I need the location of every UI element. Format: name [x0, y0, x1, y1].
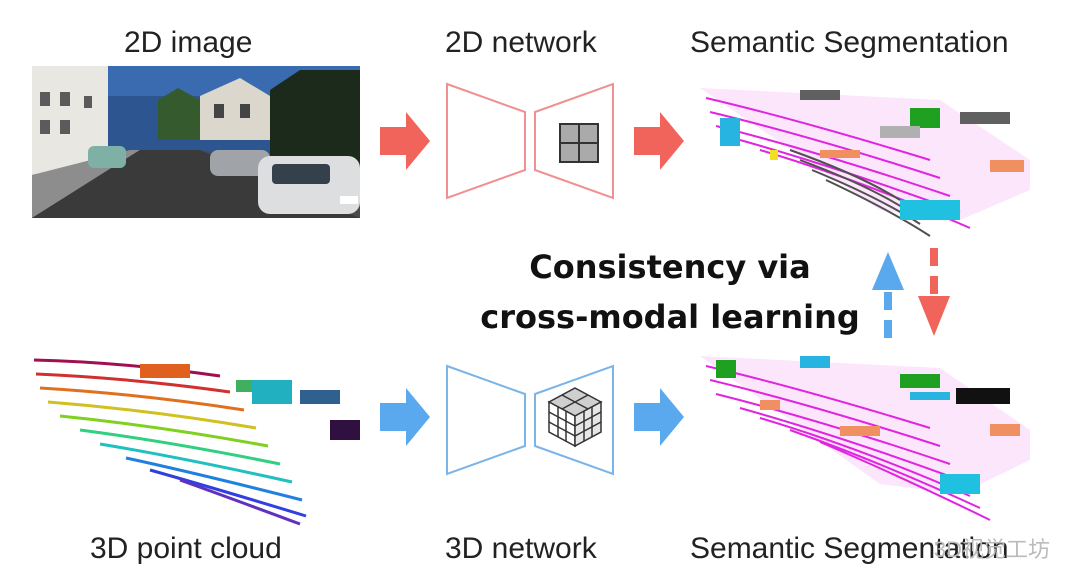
- cube-3d-icon: [547, 387, 603, 448]
- arrow-right-blue-1: [380, 388, 430, 446]
- watermark: 3D视觉工坊: [933, 537, 1050, 562]
- point-cloud-3d: [33, 358, 360, 526]
- arrow-down-red-dashed: [918, 248, 950, 336]
- grid-2d-icon: [559, 123, 599, 163]
- arrow-right-red-2: [634, 112, 684, 170]
- arrow-right-red-1: [380, 112, 430, 170]
- network-3d: [446, 364, 614, 476]
- label-2d-image: 2D image: [124, 26, 253, 59]
- label-3d-point-cloud: 3D point cloud: [90, 532, 282, 565]
- label-semantic-seg-top: Semantic Segmentation: [690, 26, 1009, 59]
- network-2d: [446, 82, 614, 200]
- consistency-text-line2: cross-modal learning: [480, 298, 860, 336]
- consistency-text-line1: Consistency via: [529, 248, 811, 286]
- label-semantic-seg-bottom: Semantic Segmentation: [690, 532, 1009, 565]
- arrow-right-blue-2: [634, 388, 684, 446]
- label-3d-network: 3D network: [445, 532, 597, 565]
- semantic-seg-top-pointcloud: [700, 88, 1030, 237]
- street-image: [32, 66, 360, 218]
- arrow-up-blue-dashed: [872, 252, 904, 338]
- label-2d-network: 2D network: [445, 26, 597, 59]
- semantic-seg-bottom-pointcloud: [700, 356, 1030, 521]
